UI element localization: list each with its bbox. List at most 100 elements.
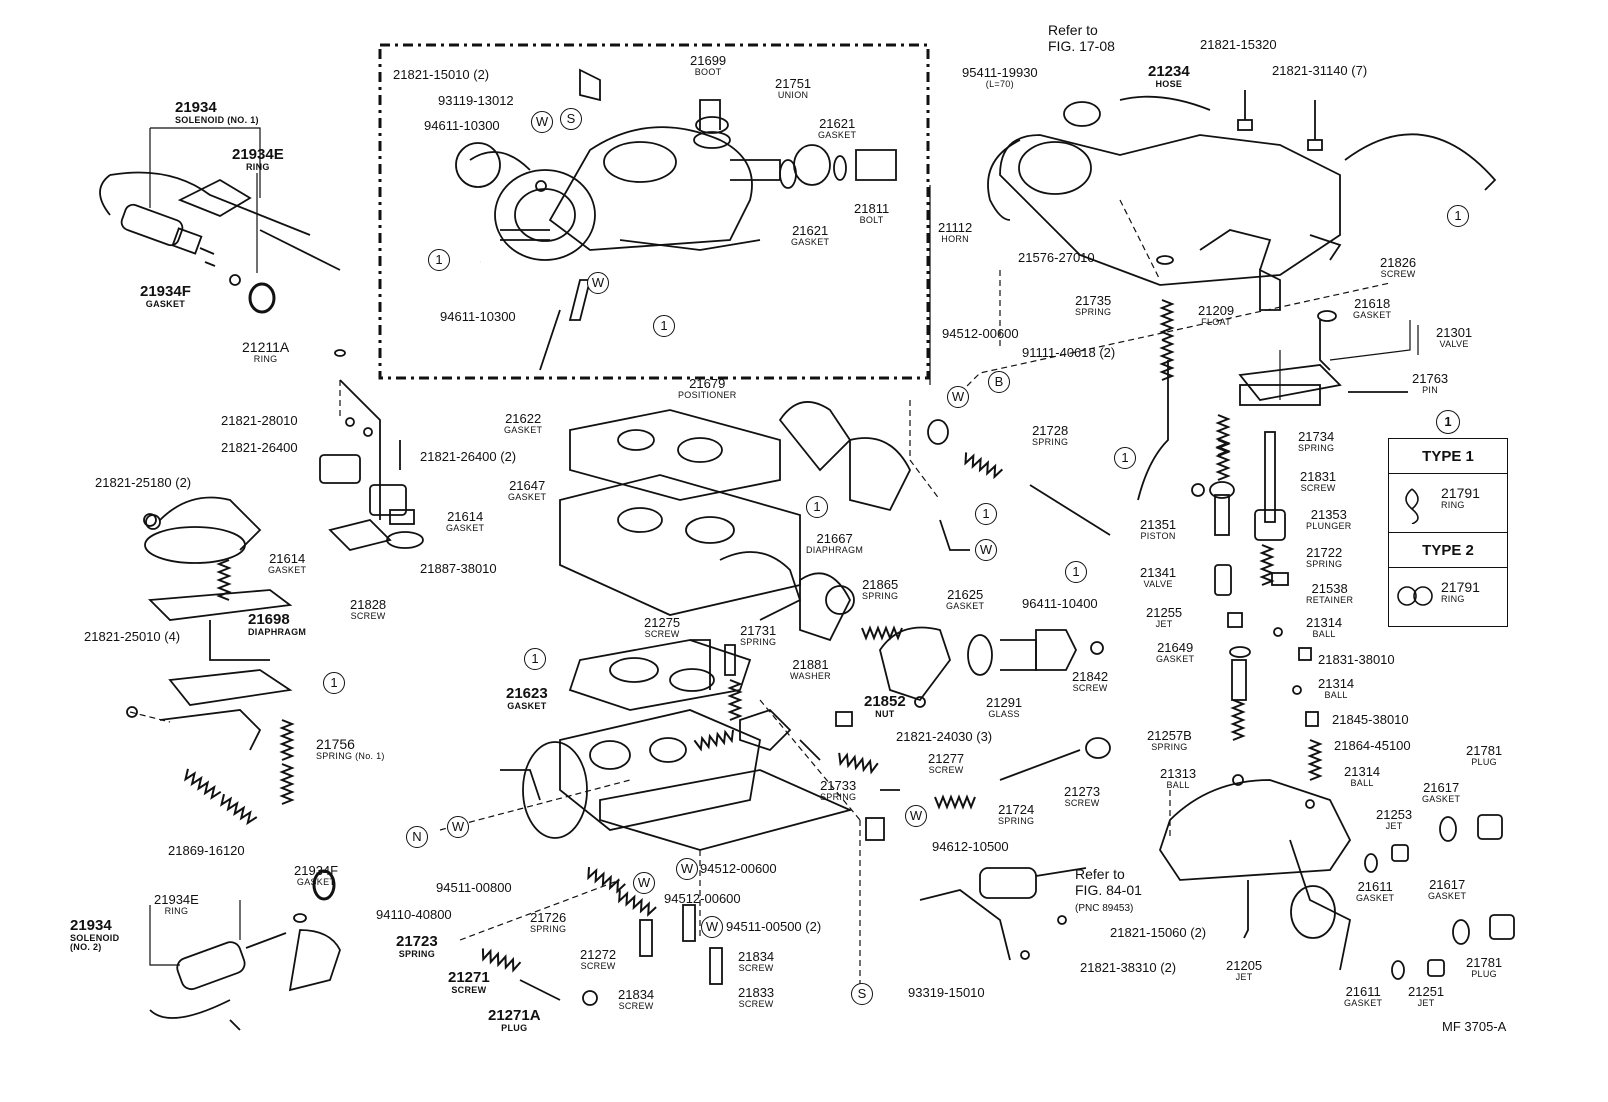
part-label: 94512-00600 xyxy=(664,891,741,906)
part-label: 21864-45100 xyxy=(1334,738,1411,753)
leader-lines xyxy=(129,199,1391,990)
part-label: 94611-10300 xyxy=(440,309,516,324)
part-label: 94512-00600 xyxy=(942,326,1019,341)
marker-w: W xyxy=(587,272,609,294)
part-label: 94611-10300 xyxy=(424,118,500,133)
part-label: 21821-15010 (2) xyxy=(393,67,490,82)
part-label: 21887-38010 xyxy=(420,561,497,576)
marker-w: W xyxy=(676,858,698,880)
marker-s: S xyxy=(560,108,582,130)
marker-one: 1 xyxy=(806,496,828,518)
marker-s: S xyxy=(851,983,873,1005)
marker-one: 1 xyxy=(653,315,675,337)
part-label: 21821-25180 (2) xyxy=(95,475,192,490)
ref-line: Refer to xyxy=(1075,866,1125,882)
marker-one: 1 xyxy=(524,648,546,670)
air-horn-drawing xyxy=(987,90,1497,311)
ring-type2-icon xyxy=(1397,586,1433,606)
part-label: 21845-38010 xyxy=(1332,712,1409,727)
marker-one: 1 xyxy=(1114,447,1136,469)
marker-n: N xyxy=(406,826,428,848)
solid-leaders xyxy=(149,127,1419,966)
part-label: 95411-19930(L=70) xyxy=(962,65,1038,89)
part-label: 93119-13012 xyxy=(438,93,514,108)
ref-line: (PNC 89453) xyxy=(1075,903,1134,915)
marker-w: W xyxy=(905,805,927,827)
part-label: 21821-28010 xyxy=(221,413,298,428)
part-label: 21576-27010 xyxy=(1018,250,1095,265)
marker-one: 1 xyxy=(1447,205,1469,227)
part-label: 94511-00800 xyxy=(436,880,512,895)
ring-type1-icon xyxy=(1405,488,1419,524)
part-label: 94110-40800 xyxy=(376,907,452,922)
marker-w: W xyxy=(531,111,553,133)
marker-one: 1 xyxy=(1065,561,1087,583)
horn-drawing xyxy=(455,68,897,371)
part-label: 21821-15320 xyxy=(1200,37,1277,52)
marker-w: W xyxy=(633,872,655,894)
part-label: 94612-10500 xyxy=(932,839,1009,854)
part-label: 21821-38310 (2) xyxy=(1080,960,1177,975)
part-label: 21821-25010 (4) xyxy=(84,629,181,644)
horn-assembly-frame xyxy=(378,43,930,380)
float-assembly-drawing xyxy=(1137,299,1408,971)
solenoid-no2-drawing xyxy=(149,866,723,1031)
marker-one: 1 xyxy=(428,249,450,271)
legend-type1: TYPE 1 xyxy=(1422,448,1474,465)
part-label: 21869-16120 xyxy=(168,843,245,858)
legend-title: 1 xyxy=(1436,410,1460,434)
part-label: 93319-15010 xyxy=(908,985,985,1000)
marker-w: W xyxy=(701,916,723,938)
marker-b: B xyxy=(988,371,1010,393)
figure-code: MF 3705-A xyxy=(1442,1019,1507,1034)
part-label: 21821-26400 (2) xyxy=(420,449,517,464)
legend-type2: TYPE 2 xyxy=(1422,542,1474,559)
